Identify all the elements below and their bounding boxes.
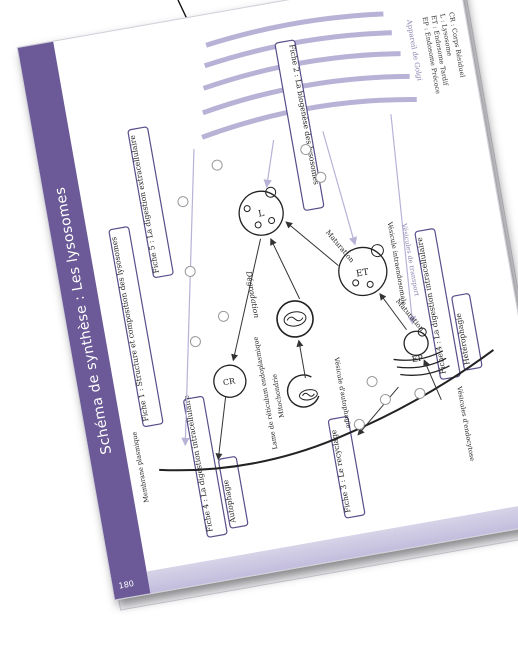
card-fiche3[interactable]: Fiche 3 : Le recyclage: [327, 416, 366, 519]
vesicules-endocytose-label: Vésicules d'endocytose: [455, 385, 476, 462]
transport-vesicles: [177, 144, 426, 430]
endosome-ET: ET: [338, 244, 388, 297]
mitochondria-icon: [286, 374, 320, 408]
membrane-label: Membrane plasmique: [130, 431, 150, 503]
legend: EP : Endosome Précoce ET : Endosome Tard…: [421, 11, 467, 94]
golgi-label: Appareil de Golgi: [405, 18, 424, 82]
autophagy-vesicle: [276, 300, 314, 338]
endosome-EP: EP: [393, 327, 450, 376]
pathway-arrows: [215, 221, 442, 461]
cell-membrane: [159, 349, 495, 472]
lysosome-L: L: [238, 186, 284, 236]
maturation-label-1: Maturation: [324, 228, 356, 264]
degradation-label: Dégradation: [244, 270, 261, 319]
lysosome-L-label: L: [258, 209, 266, 220]
card-fiche4-autophagie[interactable]: Fiche 4 : La digestion intracellulaire A…: [182, 388, 249, 538]
endosome-ET-label: ET: [355, 268, 369, 280]
golgi-apparatus: [201, 11, 417, 140]
corps-residuel-CR-label: CR: [222, 376, 236, 387]
card-fiche2[interactable]: Fiche 2 : La biogenèse des lysosomes: [274, 39, 325, 211]
corps-residuel-CR: CR: [213, 364, 247, 398]
book-page: Schéma de synthèse : Les lysosomes 180 A…: [16, 0, 518, 601]
card-fiche4-heterophagie[interactable]: Fiche 4 : La digestion intracellulaire H…: [414, 224, 483, 380]
golgi-transport-arrows: [181, 114, 417, 447]
lysosome-diagram: Appareil de Golgi EP : Endosome Précoce …: [108, 11, 495, 538]
